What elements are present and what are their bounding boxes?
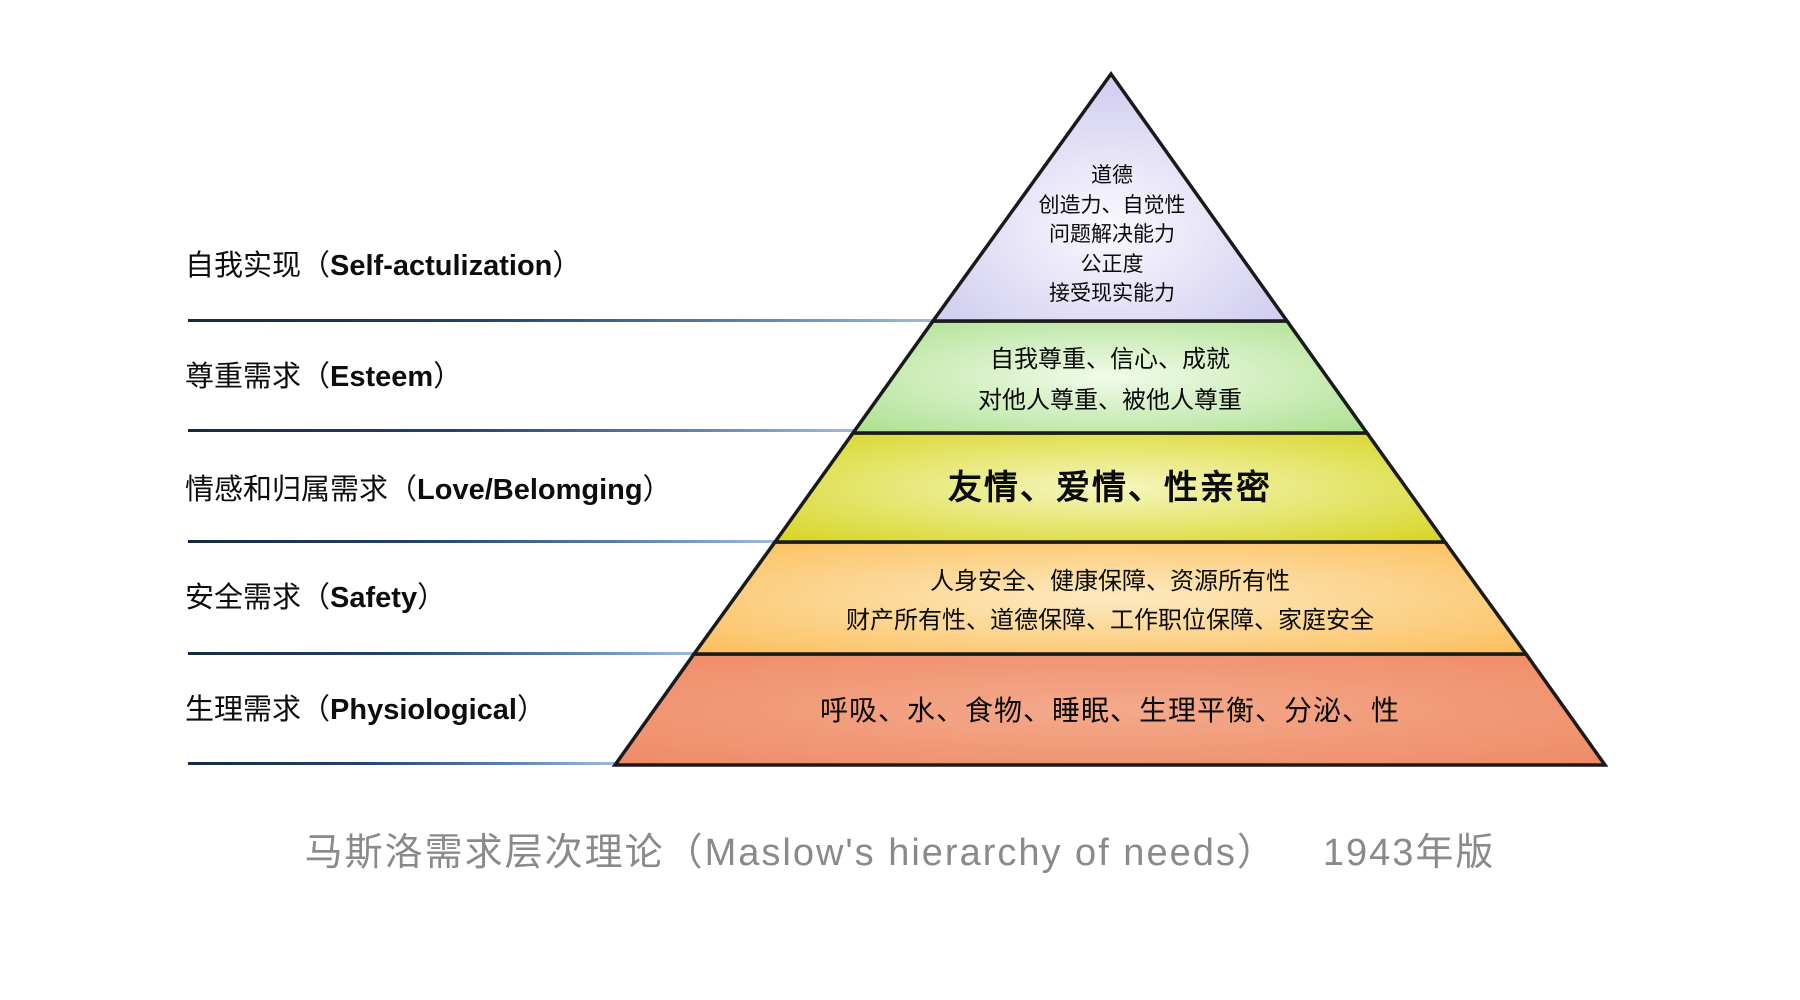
paren-open: （ [301, 361, 331, 393]
level-self-actualization-shape [929, 70, 1291, 323]
diagram-title: 马斯洛需求层次理论（Maslow's hierarchy of needs） 19… [0, 831, 1800, 875]
side-label-zh: 安全需求 [185, 582, 302, 614]
band-line: 接受现实能力 [1049, 282, 1175, 305]
separator-line-2 [188, 429, 854, 432]
paren-open: （ [388, 474, 418, 506]
paren-close: ） [642, 474, 672, 506]
side-label-en: Safety [330, 582, 418, 614]
paren-close: ） [516, 694, 546, 726]
separator-line-1 [188, 319, 933, 322]
band-line: 道德 [1091, 164, 1133, 187]
band-line: 自我尊重、信心、成就 [990, 346, 1230, 373]
band-line: 财产所有性、道德保障、工作职位保障、家庭安全 [846, 607, 1374, 634]
paren-close: ） [433, 361, 463, 393]
band-text-safety: 人身安全、健康保障、资源所有性 财产所有性、道德保障、工作职位保障、家庭安全 [710, 562, 1510, 640]
side-label-zh: 生理需求 [185, 694, 302, 726]
band-line: 问题解决能力 [1049, 223, 1175, 246]
band-text-self-actualization: 道德 创造力、自觉性 问题解决能力 公正度 接受现实能力 [910, 161, 1314, 309]
side-label-love-belonging: 情感和归属需求（Love/Belomging） [185, 473, 672, 507]
side-label-zh: 情感和归属需求 [185, 474, 389, 506]
side-label-physiological: 生理需求（Physiological） [185, 693, 546, 727]
side-label-esteem: 尊重需求（Esteem） [185, 360, 462, 394]
band-line: 友情、爱情、性亲密 [948, 469, 1272, 507]
separator-line-5 [188, 762, 616, 765]
paren-close: ） [552, 250, 582, 282]
paren-open: （ [301, 694, 331, 726]
side-label-safety: 安全需求（Safety） [185, 581, 446, 615]
separator-line-4 [188, 652, 695, 655]
side-label-en: Love/Belomging [417, 474, 643, 506]
side-label-en: Physiological [330, 694, 517, 726]
band-text-physiological: 呼吸、水、食物、睡眠、生理平衡、分泌、性 [660, 694, 1560, 727]
band-line: 人身安全、健康保障、资源所有性 [930, 568, 1290, 595]
side-label-self-actualization: 自我实现（Self-actulization） [185, 249, 581, 283]
band-text-love-belonging: 友情、爱情、性亲密 [760, 470, 1460, 507]
diagram-title-edition: 1943年版 [1322, 832, 1496, 874]
paren-close: ） [417, 582, 447, 614]
side-label-en: Self-actulization [330, 250, 553, 282]
paren-open: （ [301, 250, 331, 282]
paren-open: （ [301, 582, 331, 614]
band-line: 公正度 [1080, 252, 1144, 276]
band-line: 创造力、自觉性 [1038, 193, 1186, 217]
band-line: 呼吸、水、食物、睡眠、生理平衡、分泌、性 [819, 695, 1400, 726]
side-label-en: Esteem [330, 361, 434, 393]
separator-line-3 [188, 540, 775, 543]
diagram-title-main: 马斯洛需求层次理论（Maslow's hierarchy of needs） [304, 832, 1277, 874]
side-label-zh: 尊重需求 [185, 361, 302, 393]
band-line: 对他人尊重、被他人尊重 [978, 387, 1242, 414]
side-label-zh: 自我实现 [185, 250, 302, 282]
band-text-esteem: 自我尊重、信心、成就 对他人尊重、被他人尊重 [810, 339, 1410, 421]
